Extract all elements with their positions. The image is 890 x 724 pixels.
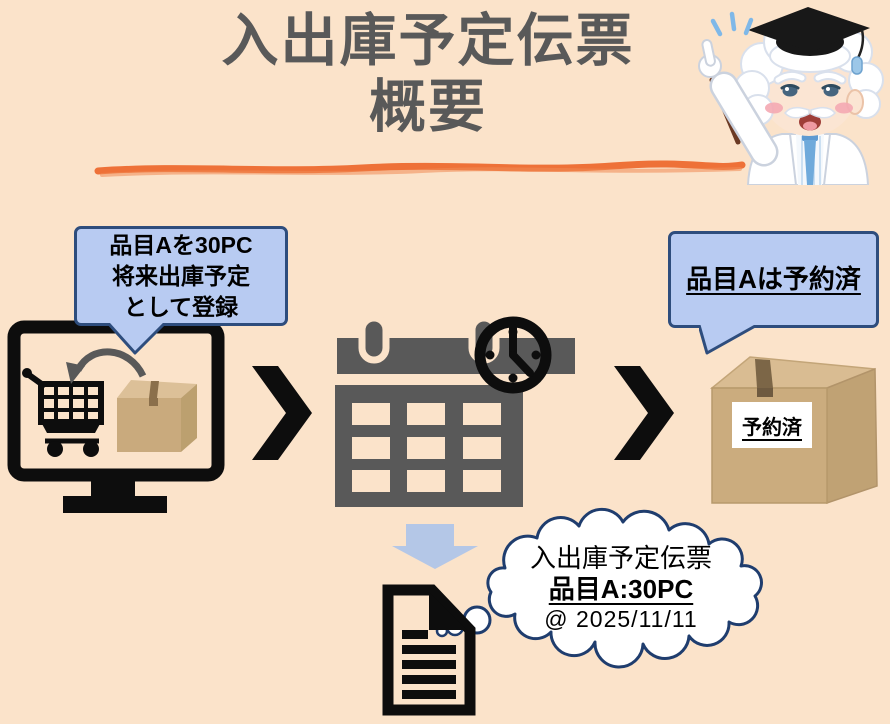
thought-line3: @ 2025/11/11 <box>544 606 698 632</box>
document-text-lines <box>402 630 456 699</box>
eyes <box>780 84 841 97</box>
document-icon <box>382 584 476 716</box>
graduation-cap-icon <box>748 7 870 75</box>
pointing-arm <box>698 11 779 167</box>
mustache <box>784 106 836 119</box>
register-bubble-line3: として登録 <box>123 293 239 320</box>
calendar-icon <box>335 314 575 507</box>
reserved-bubble-text: 品目Aは予約済 <box>686 264 861 294</box>
register-bubble-tail <box>106 323 167 355</box>
blush-right <box>835 102 853 114</box>
box-label: 予約済 <box>732 402 812 448</box>
page-title: 入出庫予定伝票 概要 <box>0 8 856 140</box>
calendar-grid <box>352 403 501 492</box>
professor-mascot <box>698 7 884 185</box>
reserved-speech-bubble: 品目Aは予約済 <box>668 231 879 328</box>
register-speech-bubble: 品目Aを30PC 将来出庫予定 として登録 <box>74 226 288 326</box>
professor-body <box>746 132 870 185</box>
cap-tassel <box>851 56 863 75</box>
register-bubble-line1: 品目Aを30PC <box>109 231 253 258</box>
thought-line1: 入出庫予定伝票 <box>529 543 712 573</box>
monitor-cart-icon <box>7 320 225 513</box>
down-arrow-icon <box>392 524 478 569</box>
chevron-right-icon <box>252 366 312 460</box>
transfer-arrow-icon <box>66 348 147 384</box>
page-title-line1: 入出庫予定伝票 <box>221 9 635 73</box>
thought-cloud-text: 入出庫予定伝票 品目A:30PC @ 2025/11/11 <box>496 543 746 634</box>
page-title-line2: 概要 <box>369 75 487 139</box>
title-underline <box>94 160 746 177</box>
chevron-right-icon <box>614 366 674 460</box>
reserved-bubble-tail <box>699 325 758 355</box>
eyebrows <box>773 70 847 85</box>
calendar-ring <box>358 314 390 364</box>
register-bubble-line2: 将来出庫予定 <box>112 262 250 289</box>
blush-left <box>765 102 783 114</box>
shopping-cart-icon <box>22 368 104 457</box>
package-box-icon <box>117 380 197 452</box>
thought-line2: 品目A:30PC <box>548 574 694 604</box>
sparkle-lines <box>710 11 754 37</box>
box-tape <box>755 359 773 388</box>
clock-icon <box>474 316 552 394</box>
